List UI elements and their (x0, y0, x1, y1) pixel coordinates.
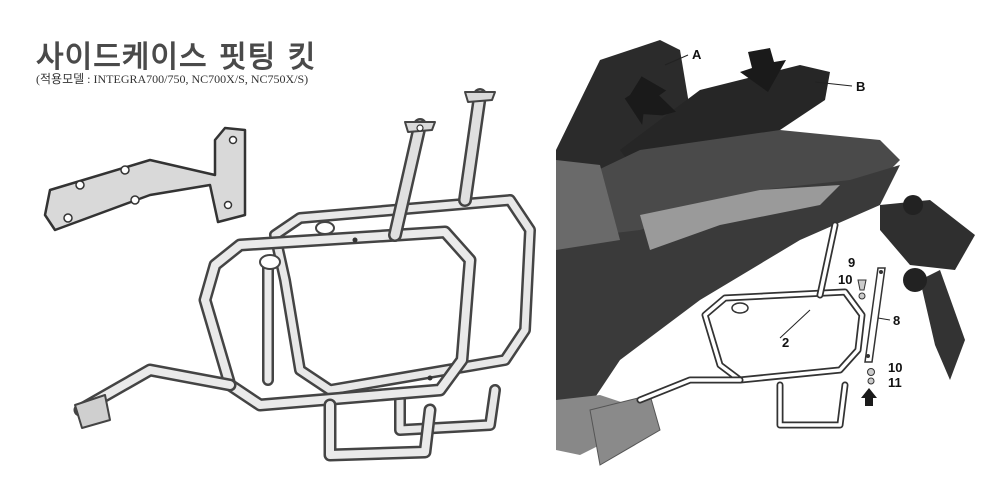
motorcycle-rear-view (556, 40, 975, 466)
callout-part-2: 2 (782, 335, 789, 350)
fitted-side-frame (636, 221, 866, 429)
page-title: 사이드케이스 핏팅 킷 (36, 40, 317, 75)
leader-lines (664, 54, 891, 339)
compatible-models: (적용모델 : INTEGRA700/750, NC700X/S, NC750X… (36, 72, 309, 86)
side-frame-rear (269, 88, 536, 436)
arrow-up-icon (861, 388, 877, 406)
callout-b: B (856, 79, 865, 94)
callout-part-9: 9 (848, 255, 855, 270)
mounting-bracket-plate (43, 126, 247, 232)
callout-part-11: 11 (888, 375, 902, 390)
side-frame-front (73, 118, 477, 462)
strut-bar-part-8 (864, 267, 886, 363)
arrow-down-icon (624, 76, 676, 125)
arrow-down-icon (740, 48, 786, 92)
hardware-bolts-nuts (857, 279, 875, 385)
callout-part-10-bottom: 10 (888, 360, 902, 375)
callout-part-8: 8 (893, 313, 900, 328)
callout-a: A (692, 47, 702, 62)
callout-part-10-top: 10 (838, 272, 852, 287)
